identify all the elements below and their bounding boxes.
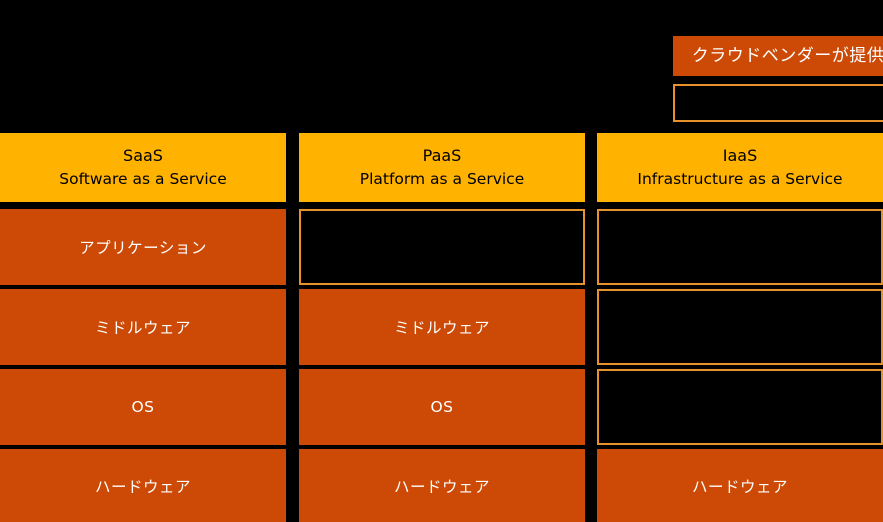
column-header-full: Software as a Service: [59, 169, 227, 188]
cell-saas-hardware: ハードウェア: [0, 449, 286, 522]
column-header-abbr: PaaS: [422, 146, 462, 166]
column-header-paas: PaaS Platform as a Service: [299, 133, 585, 202]
column-header-full: Infrastructure as a Service: [637, 169, 843, 188]
legend-empty-box: [673, 84, 883, 122]
cell-paas-os: OS: [299, 369, 585, 445]
column-header-saas: SaaS Software as a Service: [0, 133, 286, 202]
cell-saas-application: アプリケーション: [0, 209, 286, 285]
cell-saas-os: OS: [0, 369, 286, 445]
cell-saas-middleware: ミドルウェア: [0, 289, 286, 365]
column-header-abbr: IaaS: [722, 146, 758, 166]
cell-paas-middleware: ミドルウェア: [299, 289, 585, 365]
column-saas: SaaS Software as a Service アプリケーション ミドルウ…: [0, 0, 286, 522]
cell-paas-application: [299, 209, 585, 285]
column-header-abbr: SaaS: [123, 146, 163, 166]
cell-iaas-os: [597, 369, 883, 445]
column-paas: PaaS Platform as a Service ミドルウェア OS ハード…: [299, 0, 585, 522]
column-header-full: Platform as a Service: [359, 169, 525, 188]
column-header-iaas: IaaS Infrastructure as a Service: [597, 133, 883, 202]
cell-paas-hardware: ハードウェア: [299, 449, 585, 522]
cell-iaas-middleware: [597, 289, 883, 365]
legend-cloud-vendor-provided: クラウドベンダーが提供: [673, 36, 883, 76]
cell-iaas-hardware: ハードウェア: [597, 449, 883, 522]
cell-iaas-application: [597, 209, 883, 285]
column-iaas: IaaS Infrastructure as a Service ハードウェア: [597, 0, 883, 522]
